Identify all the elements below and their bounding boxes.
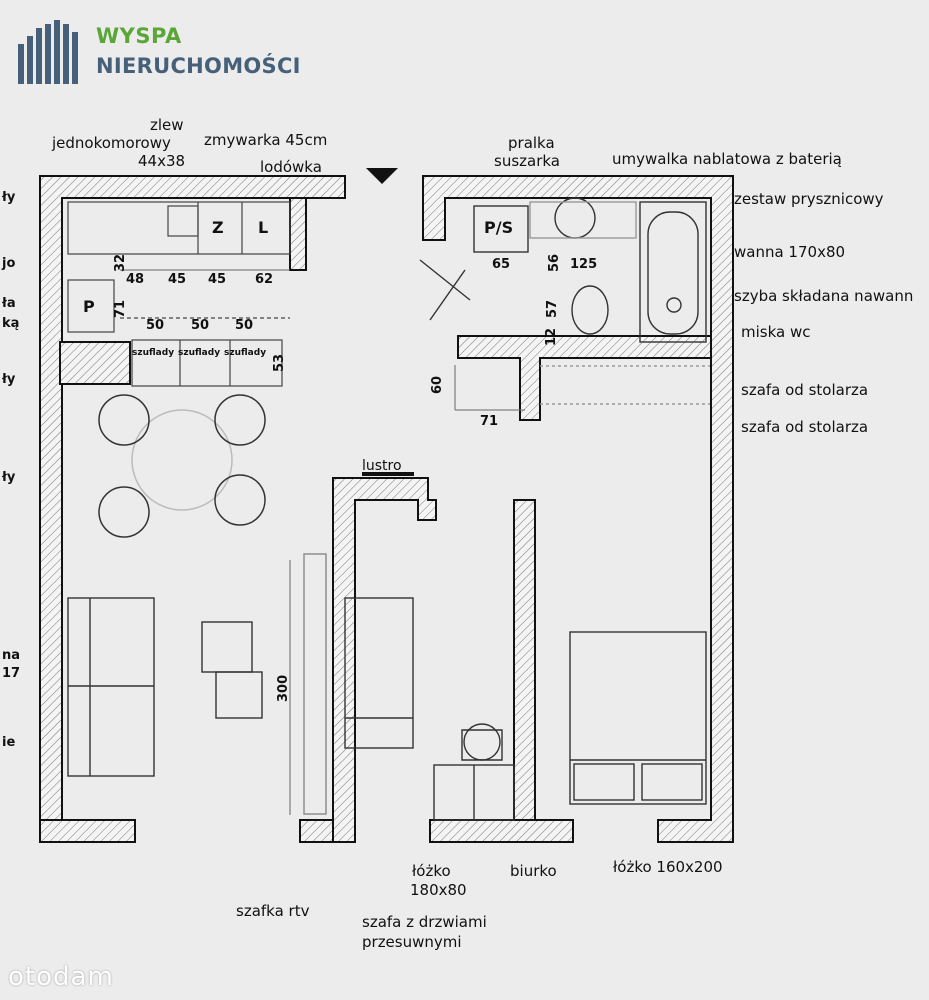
label-lozko1-1: łóżko: [412, 862, 451, 880]
label-szuflady-2: szuflady: [178, 348, 221, 358]
label-szuflady-3: szuflady: [224, 348, 267, 358]
label-p: P: [83, 297, 95, 316]
watermark: otodam: [8, 962, 114, 992]
wall-bath-bottom: [457, 335, 712, 421]
label-pralka: pralka: [508, 134, 555, 152]
bedroom2-furniture: [540, 365, 710, 805]
wall-bottom-mid: [299, 819, 334, 843]
label-szafka-rtv: szafka rtv: [236, 902, 310, 920]
dim-300: 300: [276, 674, 291, 702]
dim-62: 62: [255, 272, 274, 287]
label-szafa-drzwi-2: przesuwnymi: [362, 933, 462, 951]
dim-50a: 50: [146, 318, 165, 333]
wall-fridge-stub: [289, 197, 307, 271]
dim-57: 57: [545, 299, 560, 318]
dim-50c: 50: [235, 318, 254, 333]
label-wanna: wanna 170x80: [734, 243, 846, 261]
dim-56: 56: [547, 253, 562, 272]
label-szyba: szyba składana nawann: [734, 287, 914, 305]
label-umywalka: umywalka nablatowa z baterią: [612, 150, 842, 168]
wall-mid-top: [332, 477, 437, 843]
edge-label: ły: [2, 372, 16, 387]
dim-65: 65: [492, 257, 511, 272]
edge-label: ła: [2, 296, 16, 311]
dim-71: 71: [113, 299, 128, 318]
dim-53: 53: [272, 353, 287, 372]
bedroom1-furniture: [344, 597, 515, 821]
dim-50b: 50: [191, 318, 210, 333]
dimension-lines: [120, 269, 525, 815]
label-lozko2: łóżko 160x200: [613, 858, 723, 876]
label-biurko: biurko: [510, 862, 557, 880]
dim-125: 125: [570, 257, 598, 272]
wall-top-left: [39, 175, 346, 821]
label-szafa-2: szafa od stolarza: [741, 418, 869, 436]
label-zlew-1: zlew: [150, 116, 184, 134]
label-szafa-1: szafa od stolarza: [741, 381, 869, 399]
edge-label: ką: [2, 316, 20, 331]
entrance-arrow: [366, 168, 398, 184]
edge-label: na: [2, 648, 21, 663]
label-zlew-3: 44x38: [138, 152, 186, 170]
dim-60: 60: [430, 375, 445, 394]
dim-45a: 45: [168, 272, 187, 287]
label-szuflady-1: szuflady: [132, 348, 175, 358]
label-zlew-2: jednokomorowy: [52, 134, 171, 152]
mirror: [362, 472, 414, 476]
label-zestaw: zestaw prysznicowy: [734, 190, 884, 208]
dim-12: 12: [544, 327, 559, 346]
brand-name-line1: WYSPA: [96, 24, 182, 48]
wall-desk-divider: [513, 499, 536, 843]
building-icon: [18, 20, 78, 84]
edge-label: ły: [2, 470, 16, 485]
brand-name-line2: NIERUCHOMOŚCI: [96, 54, 301, 78]
label-z: Z: [212, 218, 224, 237]
dim-48: 48: [126, 272, 145, 287]
edge-label: jo: [2, 256, 16, 271]
dining-set: [98, 394, 266, 538]
label-ps: P/S: [484, 218, 514, 237]
label-szafa-drzwi-1: szafa z drzwiami: [362, 913, 487, 931]
edge-label: ie: [2, 735, 16, 750]
dim-45b: 45: [208, 272, 227, 287]
walls: [39, 175, 734, 843]
bathroom-fixtures: [419, 197, 707, 343]
label-lustro: lustro: [362, 458, 402, 474]
edge-label: 17: [2, 666, 21, 681]
wall-left-bottom: [39, 819, 136, 843]
edge-label: ły: [2, 190, 16, 205]
label-lozko1-2: 180x80: [410, 881, 467, 899]
wall-kitchen-pillar: [59, 341, 131, 385]
label-suszarka: suszarka: [494, 152, 560, 170]
label-l: L: [258, 218, 269, 237]
dim-71b: 71: [480, 414, 499, 429]
dim-32: 32: [113, 253, 128, 272]
living-furniture: [67, 553, 327, 815]
label-lodowka: lodówka: [260, 158, 322, 176]
wall-top-right: [422, 175, 734, 843]
wall-bottom-bed: [429, 819, 574, 843]
label-miska: miska wc: [741, 323, 811, 341]
label-zmywarka: zmywarka 45cm: [204, 131, 328, 149]
kitchen-furniture: [67, 201, 291, 387]
